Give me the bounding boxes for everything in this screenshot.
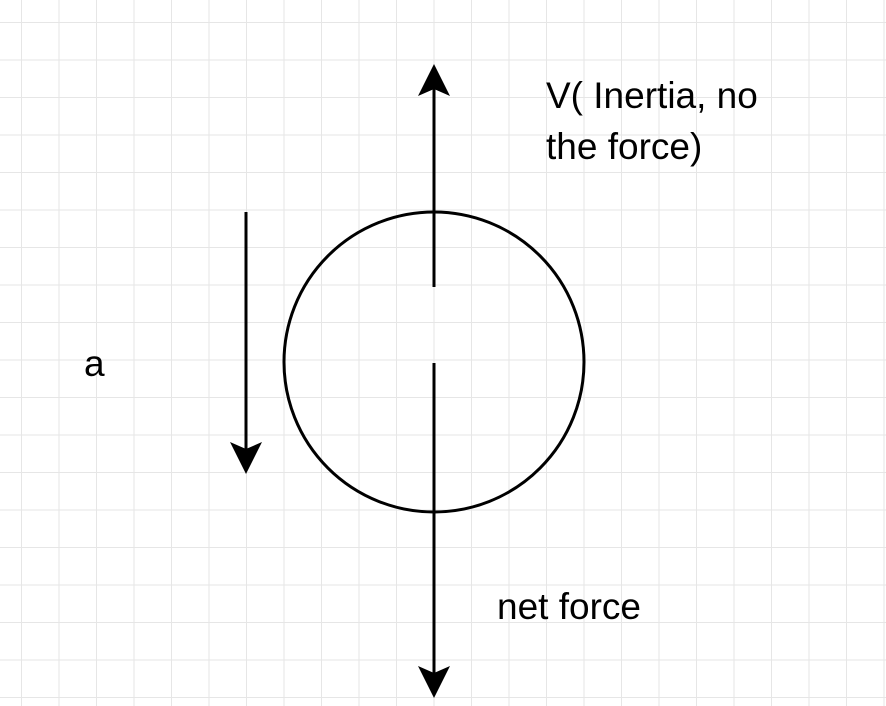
acceleration-arrow — [230, 212, 262, 474]
net-force-label: net force — [497, 586, 641, 627]
acceleration-label: a — [84, 343, 105, 384]
velocity-label: V( Inertia, no the force) — [546, 75, 758, 168]
net-force-arrow — [418, 363, 450, 698]
velocity-arrow — [418, 64, 450, 287]
